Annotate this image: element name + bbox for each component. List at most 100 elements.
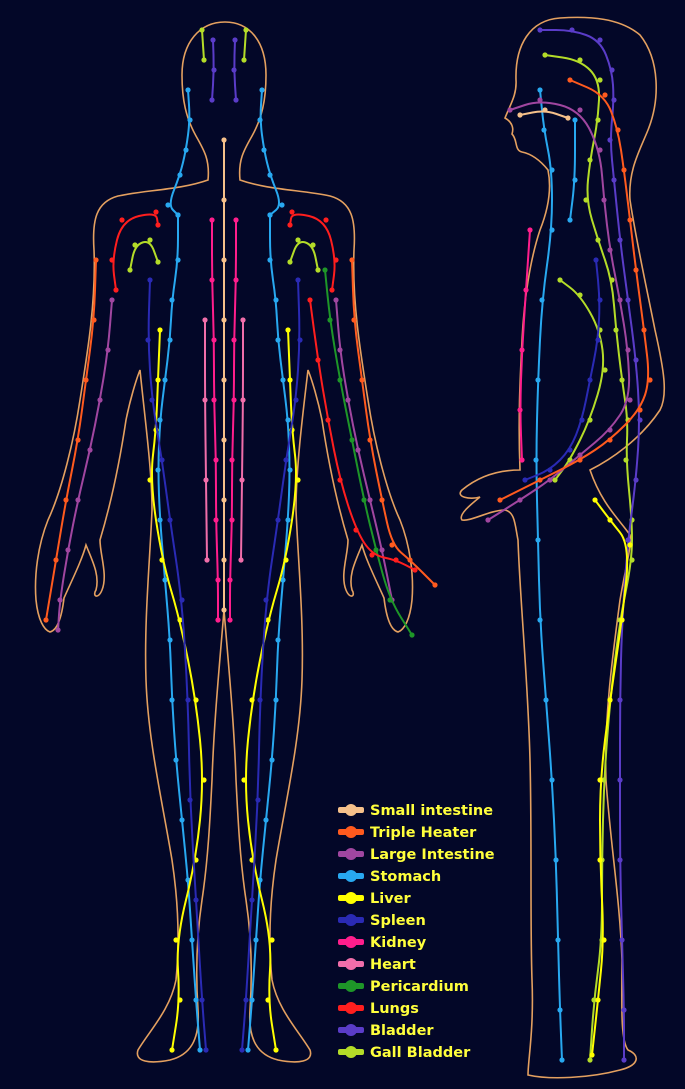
acupoint-dot	[629, 557, 634, 562]
acupoint-dot	[359, 377, 364, 382]
acupoint-dot	[587, 377, 592, 382]
acupoint-dot	[522, 477, 527, 482]
acupoint-dot	[517, 497, 522, 502]
acupoint-dot	[349, 257, 354, 262]
acupoint-dot	[297, 337, 302, 342]
acupoint-dot	[293, 397, 298, 402]
acupoint-dot	[329, 287, 334, 292]
acupoint-dot	[167, 637, 172, 642]
acupoint-dot	[55, 627, 60, 632]
acupoint-dot	[327, 317, 332, 322]
acupoint-dot	[209, 97, 214, 102]
acupoint-dot	[132, 242, 137, 247]
acupoint-dot	[595, 117, 600, 122]
acupoint-dot	[221, 557, 226, 562]
acupoint-dot	[211, 67, 216, 72]
acupoint-dot	[355, 447, 360, 452]
acupoint-dot	[557, 1007, 562, 1012]
acupoint-dot	[485, 517, 490, 522]
acupoint-dot	[175, 212, 180, 217]
acupoint-dot	[497, 497, 502, 502]
acupoint-dot	[183, 147, 188, 152]
acupoint-dot	[373, 547, 378, 552]
legend-label: Kidney	[370, 935, 427, 951]
acupoint-dot	[647, 377, 652, 382]
acupoint-dot	[549, 777, 554, 782]
acupoint-dot	[523, 287, 528, 292]
legend-swatch-dot	[345, 804, 357, 816]
acupoint-dot	[243, 27, 248, 32]
acupoint-dot	[187, 117, 192, 122]
acupoint-dot	[613, 327, 618, 332]
acupoint-dot	[240, 317, 245, 322]
acupoint-dot	[367, 437, 372, 442]
acupoint-dot	[279, 202, 284, 207]
acupoint-dot	[325, 417, 330, 422]
acupoint-dot	[623, 457, 628, 462]
legend-label: Triple Heater	[370, 825, 477, 841]
acupoint-dot	[601, 197, 606, 202]
acupoint-dot	[361, 497, 366, 502]
legend-label: Pericardium	[370, 979, 469, 995]
acupoint-dot	[617, 297, 622, 302]
acupoint-dot	[275, 337, 280, 342]
acupoint-dot	[221, 607, 226, 612]
acupoint-dot	[203, 477, 208, 482]
acupoint-dot	[609, 67, 614, 72]
acupoint-dot	[611, 177, 616, 182]
acupoint-dot	[157, 417, 162, 422]
acupoint-dot	[597, 857, 602, 862]
legend-label: Liver	[370, 891, 411, 907]
acupoint-dot	[333, 257, 338, 262]
acupoint-dot	[535, 377, 540, 382]
acupoint-dot	[211, 337, 216, 342]
acupoint-dot	[527, 227, 532, 232]
acupoint-dot	[337, 377, 342, 382]
acupoint-dot	[147, 277, 152, 282]
acupoint-dot	[577, 57, 582, 62]
acupoint-dot	[565, 115, 570, 120]
acupoint-dot	[579, 417, 584, 422]
acupoint-dot	[593, 257, 598, 262]
acupoint-dot	[533, 457, 538, 462]
acupoint-dot	[231, 337, 236, 342]
acupoint-dot	[607, 427, 612, 432]
acupoint-dot	[537, 477, 542, 482]
acupoint-dot	[519, 347, 524, 352]
legend-label: Spleen	[370, 913, 426, 929]
acupoint-dot	[625, 297, 630, 302]
acupoint-dot	[637, 417, 642, 422]
acupoint-dot	[263, 817, 268, 822]
acupoint-dot	[627, 542, 632, 547]
acupoint-dot	[145, 337, 150, 342]
acupoint-dot	[232, 37, 237, 42]
acupoint-dot	[249, 997, 254, 1002]
acupoint-dot	[619, 937, 624, 942]
acupoint-dot	[239, 477, 244, 482]
acupoint-dot	[127, 267, 132, 272]
acupoint-dot	[253, 937, 258, 942]
acupoint-dot	[245, 1047, 250, 1052]
acupoint-dot	[315, 267, 320, 272]
acupoint-dot	[607, 437, 612, 442]
acupoint-dot	[91, 317, 96, 322]
legend-swatch-dot	[345, 958, 357, 970]
acupoint-dot	[549, 227, 554, 232]
acupoint-dot	[617, 697, 622, 702]
acupoint-dot	[597, 297, 602, 302]
acupoint-dot	[269, 937, 274, 942]
acupoint-dot	[627, 397, 632, 402]
acupoint-dot	[241, 57, 246, 62]
acupoint-dot	[215, 617, 220, 622]
acupoint-dot	[221, 437, 226, 442]
acupoint-dot	[322, 267, 327, 272]
acupoint-dot	[105, 347, 110, 352]
acupoint-dot	[233, 217, 238, 222]
acupoint-dot	[159, 457, 164, 462]
legend-label: Stomach	[370, 869, 441, 885]
acupoint-dot	[202, 317, 207, 322]
acupoint-dot	[287, 377, 292, 382]
acupoint-dot	[633, 357, 638, 362]
